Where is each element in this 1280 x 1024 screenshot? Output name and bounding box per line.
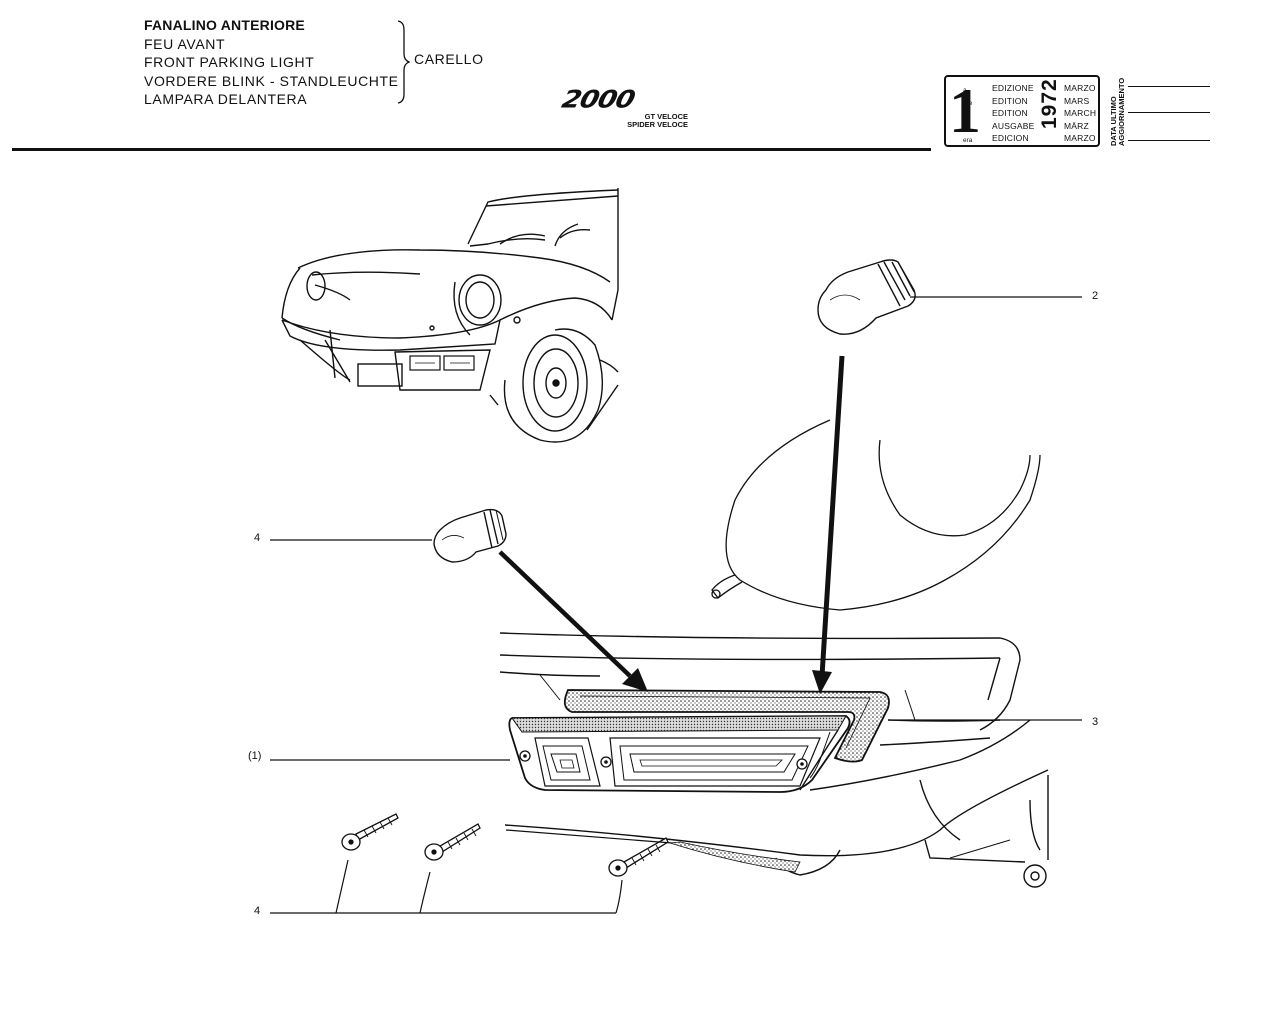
update-line — [1128, 86, 1210, 87]
edition-label: EDITION — [992, 95, 1028, 106]
supplier-name: CARELLO — [414, 51, 484, 67]
edition-suffix: st — [963, 113, 969, 120]
edition-labels: EDIZIONE EDITION EDITION AUSGABE EDICION — [992, 82, 1035, 145]
assembly-arrows — [498, 355, 845, 694]
edition-label: EDIZIONE — [992, 83, 1034, 93]
edition-month: MARS — [1064, 95, 1090, 106]
large-bulb-part-2 — [817, 259, 916, 335]
bumper-shadow-strip — [669, 841, 801, 873]
edition-box: 1 a ere st . era EDIZIONE EDITION EDITIO… — [944, 75, 1100, 147]
screw — [608, 837, 669, 877]
model-logo-subtitle: GT VELOCE SPIDER VELOCE — [626, 113, 688, 129]
edition-number: 1 — [949, 75, 981, 146]
screw — [424, 823, 481, 861]
edition-suffix: . — [963, 125, 965, 132]
edition-label: EDICION — [992, 133, 1029, 144]
logo-sub-gt: GT VELOCE — [644, 112, 688, 121]
callout-lens: (1) — [248, 750, 262, 762]
edition-label: AUSGABE — [992, 120, 1035, 131]
edition-month: MARZO — [1064, 83, 1096, 93]
update-line — [1128, 140, 1210, 141]
edition-suffix: ere — [963, 100, 973, 107]
header-rule — [12, 148, 931, 151]
title-brace — [397, 20, 410, 104]
edition-suffix: a — [963, 87, 967, 94]
callout-screws: 4 — [254, 905, 261, 917]
title-german: VORDERE BLINK - STANDLEUCHTE — [144, 72, 399, 89]
small-bulb-part-4 — [433, 508, 507, 563]
car-illustration — [281, 188, 619, 443]
title-english: FRONT PARKING LIGHT — [144, 54, 315, 70]
title-french: FEU AVANT — [144, 35, 226, 52]
title-italian: FANALINO ANTERIORE — [144, 17, 305, 33]
part-title-block: FANALINO ANTERIORE FEU AVANT FRONT PARKI… — [144, 16, 399, 109]
update-line — [1128, 112, 1210, 113]
edition-suffix: era — [963, 137, 973, 144]
callout-bulb-large: 2 — [1092, 290, 1099, 302]
title-spanish: LAMPARA DELANTERA — [144, 91, 308, 107]
edition-month: MÄRZ — [1064, 120, 1089, 131]
screw — [341, 813, 399, 851]
lens-part-1 — [508, 715, 851, 793]
edition-label: EDITION — [992, 108, 1028, 119]
callout-gasket: 3 — [1092, 716, 1099, 728]
leader-lines — [270, 296, 1082, 914]
wiring-harness — [711, 419, 1041, 611]
callout-bulb-small: 4 — [254, 532, 261, 544]
edition-month: MARCH — [1064, 108, 1097, 119]
edition-month: MARZO — [1064, 133, 1096, 144]
logo-sub-spider: SPIDER VELOCE — [627, 120, 688, 129]
edition-months: MARZO MARS MARCH MÄRZ MARZO — [1064, 82, 1096, 145]
gasket-part-3 — [563, 689, 890, 763]
